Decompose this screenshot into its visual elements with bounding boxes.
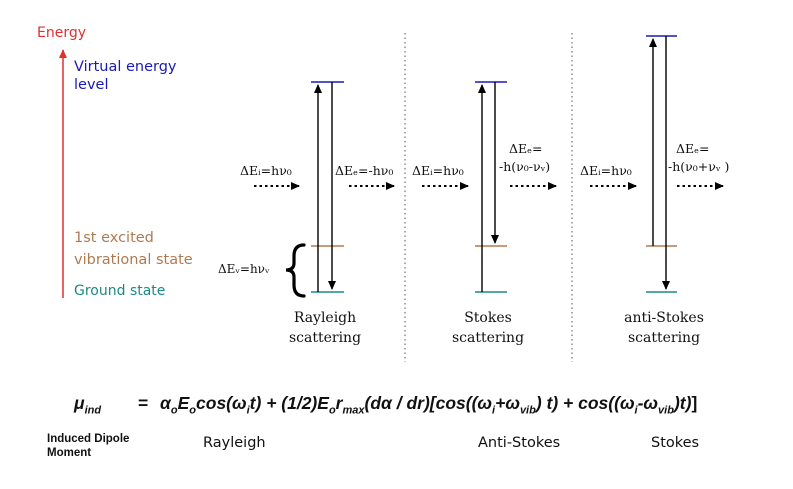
rayleigh-caption-line2: scattering	[289, 330, 361, 346]
rayleigh-caption-line1: Rayleigh	[294, 310, 356, 326]
virtual-level-label-line1: Virtual energy	[74, 59, 177, 75]
induced-dipole-line2: Moment	[47, 447, 92, 459]
energy-axis-label: Energy	[37, 25, 86, 41]
rayleigh-incoming-label: ΔEᵢ=hν₀	[240, 163, 292, 178]
vibrational-gap-brace	[285, 243, 306, 298]
anti-stokes-caption-line2: scattering	[628, 330, 700, 346]
induced-dipole-moment-label: Induced Dipole Moment	[47, 432, 129, 460]
vibrational-gap-label: ΔEᵥ=hνᵥ	[218, 262, 270, 276]
equation-lhs-symbol: μ	[74, 393, 85, 413]
stokes-outgoing-label-line1: ΔEₑ=	[509, 141, 542, 156]
anti-stokes-outgoing-label-line1: ΔEₑ=	[676, 141, 709, 156]
anti-stokes-outgoing-label-line2: -h(ν₀+νᵥ )	[668, 159, 729, 174]
anti-stokes-term-label: Anti-Stokes	[478, 435, 561, 451]
equation-rhs: αoEocos(ωit) + (1/2)Eormax(dα / dr)[cos(…	[160, 393, 698, 417]
stokes-term-label: Stokes	[651, 435, 700, 451]
stokes-incoming-label: ΔEᵢ=hν₀	[412, 163, 464, 178]
induced-dipole-line1: Induced Dipole	[47, 433, 130, 445]
ground-level-label: Ground state	[74, 283, 165, 299]
virtual-level-label-line2: level	[74, 77, 108, 93]
rayleigh-term-label: Rayleigh	[203, 435, 266, 451]
anti-stokes-incoming-label: ΔEᵢ=hν₀	[580, 163, 632, 178]
excited-level-label-line2: vibrational state	[74, 252, 193, 268]
equation-lhs-subscript: ind	[84, 404, 102, 417]
equation-lhs: μind	[74, 393, 101, 417]
anti-stokes-caption-line1: anti-Stokes	[624, 310, 704, 326]
stokes-caption-line2: scattering	[452, 330, 524, 346]
stokes-caption-line1: Stokes	[464, 310, 512, 326]
excited-level-label-line1: 1st excited	[74, 230, 154, 246]
stokes-outgoing-label-line2: -h(ν₀-νᵥ)	[499, 159, 550, 174]
rayleigh-outgoing-label: ΔEₑ=-hν₀	[335, 163, 393, 178]
equation-equals: =	[138, 393, 149, 413]
